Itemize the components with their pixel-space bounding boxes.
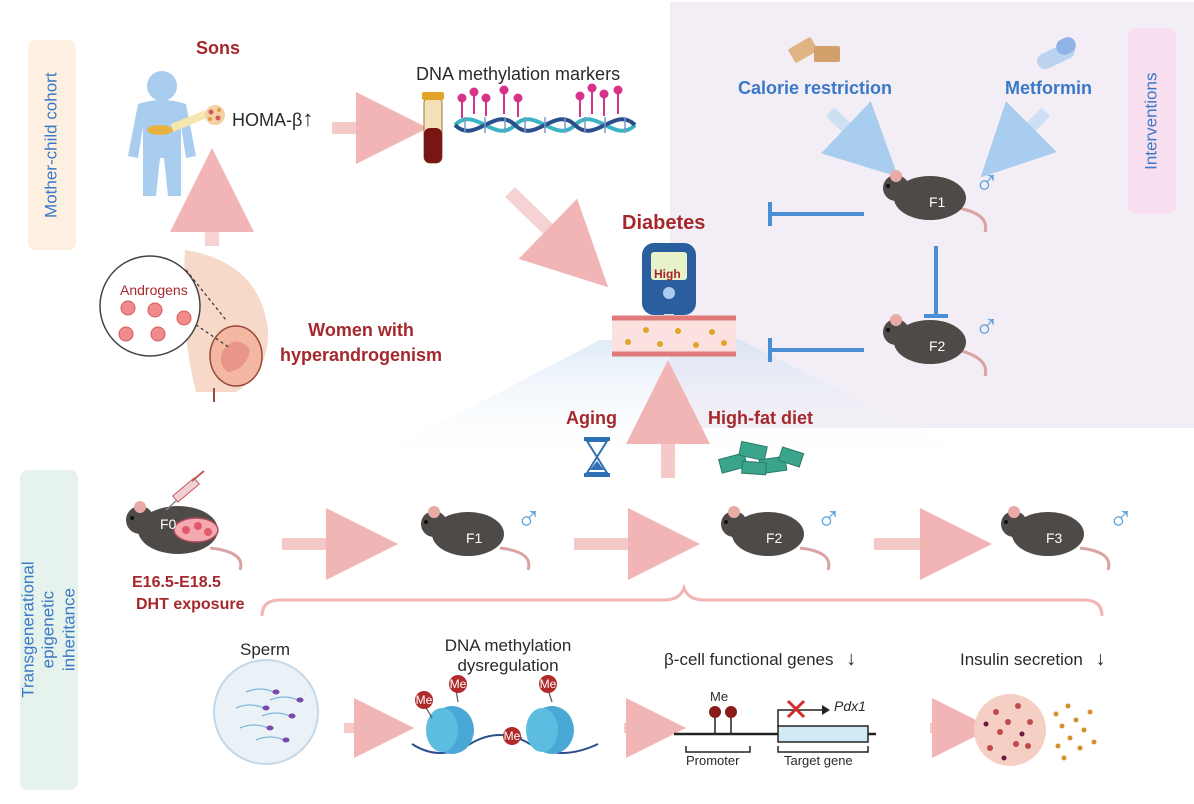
- beta-genes-text: β-cell functional genes: [664, 650, 834, 669]
- arrow-calorie-to-f1: [821, 101, 899, 177]
- male-symbol-icon: ♂: [974, 164, 1000, 202]
- sperm-dish-icon: [213, 659, 319, 765]
- pancreas-icon: [147, 125, 173, 135]
- interventions-side-text: Interventions: [1141, 72, 1161, 170]
- sperm-label: Sperm: [240, 640, 291, 659]
- arrow-markers-to-diabetes: [505, 186, 609, 288]
- dna-dysreg-label: DNA methylation dysregulation: [444, 636, 572, 675]
- inhibit-f1-f2: [924, 246, 948, 318]
- male-symbol-icon: ♂: [974, 308, 1000, 346]
- male-symbol-icon: ♂: [516, 500, 542, 538]
- zoom-line: [185, 269, 227, 321]
- mouse-f0-label: F0: [160, 516, 177, 532]
- me-label: Me: [416, 693, 433, 707]
- promoter-label: Promoter: [686, 753, 740, 768]
- generations-brace: [260, 583, 1104, 617]
- mouse-f1-intervention-label: F1: [929, 194, 946, 210]
- mouse-f2-intervention-label: F2: [929, 338, 946, 354]
- blood-tube-icon: [422, 92, 444, 164]
- calorie-restriction-label: Calorie restriction: [738, 78, 893, 98]
- inhibit-f1-diabetes: [768, 202, 864, 226]
- androgens-label: Androgens: [120, 282, 188, 298]
- cohort-side-text: Mother-child cohort: [41, 72, 61, 218]
- islet-icon: [205, 105, 225, 125]
- aging-label: Aging: [566, 408, 617, 428]
- metformin-label: Metformin: [1005, 78, 1092, 98]
- mouse-f1-intervention-icon: [883, 170, 988, 233]
- exposure-agent-label: DHT exposure: [136, 596, 245, 613]
- me-label: Me: [450, 677, 467, 691]
- meter-display-text: High: [654, 267, 681, 281]
- mouse-f1-label: F1: [466, 530, 483, 546]
- arrow-metformin-to-f1: [980, 101, 1057, 178]
- me-gene-label: Me: [710, 689, 729, 704]
- pregnant-woman-icon: [183, 250, 269, 402]
- target-gene-label: Target gene: [784, 753, 853, 768]
- dna-helix-icon: [453, 83, 637, 133]
- down-arrow-icon: ↓: [1095, 648, 1106, 670]
- mouse-f3-icon: [1001, 506, 1111, 571]
- pdx1-label: Pdx1: [834, 698, 866, 714]
- male-symbol-icon: ♂: [1108, 500, 1134, 538]
- dna-markers-label: DNA methylation markers: [416, 64, 621, 84]
- blood-vessel-icon: [612, 315, 736, 357]
- mouse-f2-icon: [721, 506, 831, 571]
- homa-text: HOMA-β: [232, 110, 303, 130]
- pancreas-zoom-beam: [170, 110, 208, 132]
- hourglass-icon: [584, 437, 610, 477]
- transgenerational-side-label: Transgenerational epigenetic inheritance: [18, 470, 79, 790]
- pill-capsule-icon: [1037, 37, 1076, 70]
- me-label: Me: [540, 677, 557, 691]
- transgenerational-side-text: Transgenerational epigenetic inheritance: [18, 561, 79, 699]
- mouse-f2-label: F2: [766, 530, 783, 546]
- nucleosome-icon: Me Me Me Me: [411, 675, 599, 754]
- women-label: Women with hyperandrogenism: [279, 320, 443, 366]
- homa-label: HOMA-β↑: [232, 106, 313, 131]
- sons-label: Sons: [196, 38, 241, 58]
- high-fat-food-icon: [718, 440, 805, 476]
- interventions-side-label: Interventions: [1128, 28, 1176, 214]
- mouse-f3-label: F3: [1046, 530, 1063, 546]
- gene-schematic-icon: [674, 699, 876, 753]
- me-label: Me: [504, 729, 521, 743]
- mouse-f1-icon: [421, 506, 531, 571]
- insulin-label: Insulin secretion ↓: [960, 648, 1106, 671]
- beta-genes-label: β-cell functional genes ↓: [664, 648, 856, 671]
- exposure-window-label: E16.5-E18.5: [132, 574, 221, 591]
- glucose-meter-icon: [642, 243, 696, 326]
- inhibit-f2-diabetes: [768, 338, 864, 362]
- diabetes-label: Diabetes: [622, 212, 706, 234]
- cohort-side-label: Mother-child cohort: [28, 40, 76, 250]
- down-arrow-icon: ↓: [846, 648, 857, 670]
- mouse-f2-intervention-icon: [883, 314, 988, 377]
- food-block-icon: [788, 37, 840, 63]
- insulin-text: Insulin secretion: [960, 650, 1083, 669]
- high-fat-diet-label: High-fat diet: [708, 408, 813, 428]
- up-arrow-icon: ↑: [302, 106, 314, 131]
- islet-secretion-icon: [974, 694, 1097, 766]
- androgen-zoom-circle: [99, 255, 201, 357]
- syringe-icon: [165, 470, 205, 511]
- male-symbol-icon: ♂: [816, 500, 842, 538]
- mouse-f0-icon: [126, 501, 243, 571]
